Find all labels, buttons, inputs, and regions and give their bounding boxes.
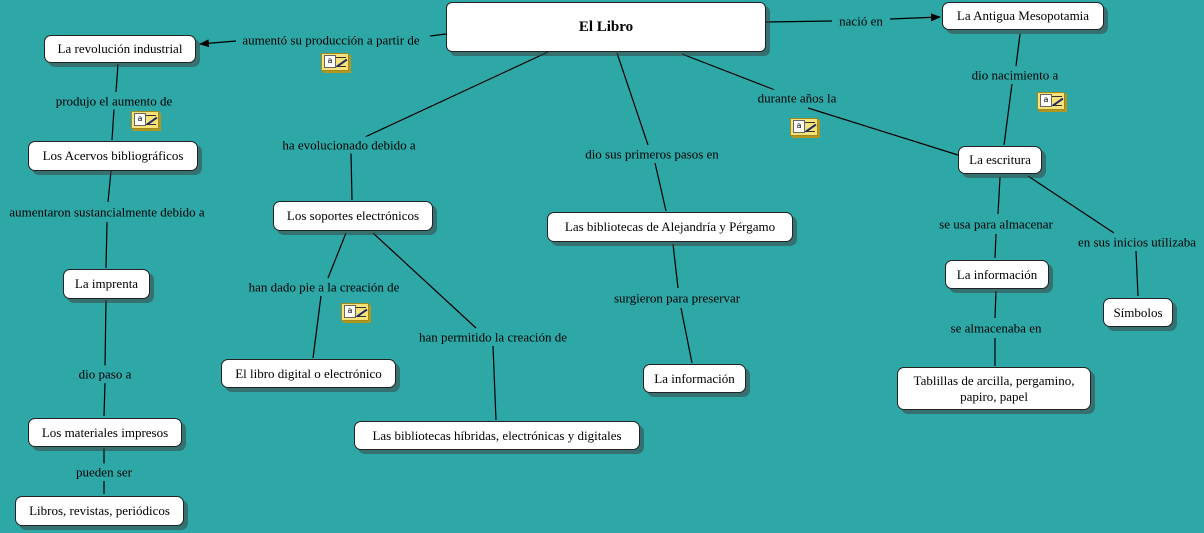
- connector-line: [364, 51, 549, 138]
- concept-tablillas[interactable]: Tablillas de arcilla, pergamino, papiro,…: [897, 367, 1091, 410]
- concept-revolucion-industrial[interactable]: La revolución industrial: [44, 35, 196, 63]
- connector-line: [372, 232, 477, 329]
- link-durante-anos: durante años la: [755, 89, 839, 107]
- link-produjo-aumento: produjo el aumento de: [53, 92, 175, 110]
- connector-line: [672, 243, 679, 289]
- link-dado-pie: han dado pie a la creación de: [246, 278, 402, 296]
- link-ha-evolucionado: ha evolucionado debido a: [280, 136, 418, 154]
- connector-line: [889, 13, 941, 22]
- annotation-lines: [146, 115, 156, 125]
- concept-antigua-mesopotamia[interactable]: La Antigua Mesopotamia: [942, 2, 1104, 30]
- concept-bibliotecas-hibridas[interactable]: Las bibliotecas híbridas, electrónicas y…: [354, 421, 640, 450]
- connector-line: [312, 295, 322, 359]
- connector-line: [807, 107, 959, 156]
- link-dio-nacimiento: dio nacimiento a: [969, 66, 1061, 84]
- connector-line: [680, 307, 693, 364]
- connector-line: [616, 52, 649, 146]
- annotation-lines: [805, 122, 815, 132]
- annotation-lines: [1052, 96, 1062, 106]
- connector-line: [492, 345, 497, 421]
- connector-line: [104, 299, 107, 367]
- annotation-text-glyph: a: [1040, 94, 1052, 107]
- concept-libros-revistas-periodicos[interactable]: Libros, revistas, periódicos: [15, 496, 184, 526]
- link-han-permitido: han permitido la creación de: [417, 328, 569, 346]
- concept-materiales-impresos[interactable]: Los materiales impresos: [28, 418, 182, 447]
- concept-la-informacion-alejandria[interactable]: La información: [643, 364, 746, 393]
- link-se-usa-almacenar: se usa para almacenar: [937, 215, 1055, 233]
- annotation-lines: [336, 57, 346, 67]
- annotation-text-glyph: a: [134, 113, 146, 126]
- connector-line: [681, 53, 776, 91]
- text-annotation-icon[interactable]: a: [321, 53, 349, 71]
- annotation-text-glyph: a: [793, 120, 805, 133]
- connector-line: [111, 108, 115, 141]
- connector-line: [654, 162, 667, 212]
- link-pueden-ser: pueden ser: [74, 463, 134, 481]
- connector-line: [107, 170, 112, 203]
- connector-line: [1027, 175, 1115, 234]
- link-inicios-utilizaba: en sus inicios utilizaba: [1075, 233, 1199, 251]
- connector-line: [994, 233, 997, 259]
- text-annotation-icon[interactable]: a: [1037, 92, 1065, 110]
- concept-la-imprenta[interactable]: La imprenta: [63, 269, 150, 299]
- connector-line: [327, 232, 347, 279]
- connector-line: [199, 39, 237, 48]
- connector-line: [429, 33, 447, 37]
- connector-line: [1135, 250, 1139, 297]
- connector-line: [994, 290, 997, 319]
- concept-soportes-electronicos[interactable]: Los soportes electrónicos: [273, 201, 433, 231]
- link-primeros-pasos: dio sus primeros pasos en: [583, 145, 721, 163]
- concept-libro-digital[interactable]: El libro digital o electrónico: [221, 359, 396, 388]
- concept-acervos-bibliograficos[interactable]: Los Acervos bibliográficos: [28, 141, 198, 171]
- link-surgieron: surgieron para preservar: [611, 289, 743, 307]
- connector-line: [997, 176, 1001, 215]
- link-aumento-produccion: aumentó su producción a partir de: [240, 31, 422, 49]
- concept-el-libro[interactable]: El Libro: [446, 2, 766, 52]
- connector-line: [103, 382, 106, 417]
- concept-la-escritura[interactable]: La escritura: [958, 146, 1042, 174]
- connector-line: [1015, 33, 1021, 67]
- connector-line: [1003, 83, 1013, 146]
- link-se-almacenaba: se almacenaba en: [948, 319, 1044, 337]
- link-dio-paso: dio paso a: [76, 365, 134, 383]
- connector-line: [765, 20, 833, 23]
- connector-line: [115, 63, 119, 93]
- text-annotation-icon[interactable]: a: [790, 118, 818, 136]
- connector-line: [350, 152, 353, 201]
- annotation-lines: [356, 307, 366, 317]
- concept-simbolos[interactable]: Símbolos: [1103, 298, 1173, 327]
- text-annotation-icon[interactable]: a: [131, 111, 159, 129]
- connector-line: [105, 221, 108, 269]
- concept-la-informacion-escritura[interactable]: La información: [945, 260, 1049, 289]
- annotation-text-glyph: a: [344, 305, 356, 318]
- link-nacio-en: nació en: [837, 12, 885, 30]
- link-aumentaron: aumentaron sustancialmente debido a: [7, 203, 207, 221]
- text-annotation-icon[interactable]: a: [341, 303, 369, 321]
- annotation-text-glyph: a: [324, 55, 336, 68]
- concept-bibliotecas-alejandria[interactable]: Las bibliotecas de Alejandría y Pérgamo: [547, 212, 793, 242]
